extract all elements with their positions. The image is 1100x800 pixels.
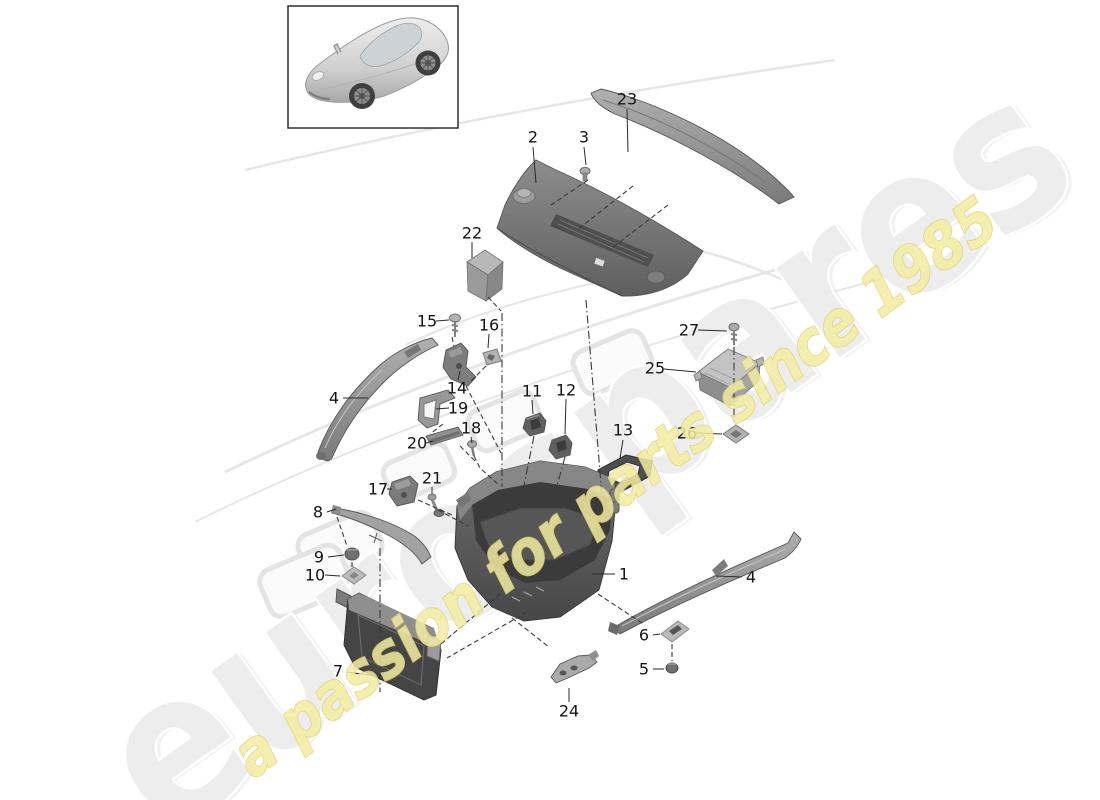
leader-line-20 (425, 440, 434, 444)
part-17-bracket (388, 475, 419, 507)
car-illustration (305, 17, 449, 109)
part-10-plate (341, 566, 367, 585)
part-24-bracket (550, 650, 599, 684)
part-label-9: 9 (314, 548, 324, 567)
part-label-5: 5 (639, 660, 649, 679)
part-label-17: 17 (368, 480, 388, 499)
part-14-bracket (442, 342, 477, 387)
car-thumbnail (287, 5, 459, 129)
leader-line-18 (470, 436, 473, 444)
part-label-10: 10 (305, 566, 325, 585)
part-4-left-trim-strip (316, 337, 439, 462)
part-label-24: 24 (559, 702, 579, 721)
part-label-18: 18 (461, 419, 481, 438)
part-label-6: 6 (639, 626, 649, 645)
part-9-clip (344, 547, 360, 561)
brand-watermark-text: eurospares (57, 32, 1100, 800)
leader-line-19 (435, 407, 450, 410)
part-label-15: 15 (417, 312, 437, 331)
part-6-clip (660, 620, 690, 643)
part-label-4: 4 (746, 568, 756, 587)
leader-line-2 (532, 146, 537, 184)
assembly-connectors (336, 179, 735, 692)
part-label-26: 26 (677, 424, 697, 443)
part-label-22: 22 (462, 224, 482, 243)
part-label-23: 23 (617, 90, 637, 109)
part-4-right-trim-strip (608, 531, 802, 635)
part-15-screw (449, 313, 461, 337)
part-label-1: 1 (619, 565, 629, 584)
part-12-clip (548, 434, 573, 460)
part-label-13: 13 (613, 421, 633, 440)
part-3-screw (579, 166, 591, 182)
part-5-grommet (665, 662, 679, 674)
part-label-20: 20 (407, 434, 427, 453)
part-label-11: 11 (522, 382, 542, 401)
leader-line-3 (583, 146, 587, 166)
leader-line-10 (324, 574, 341, 577)
part-label-16: 16 (479, 316, 499, 335)
part-label-19: 19 (448, 399, 468, 418)
parts (316, 88, 802, 701)
part-27-screw (728, 322, 740, 345)
leader-line-12 (564, 398, 567, 435)
part-label-7: 7 (333, 662, 343, 681)
part-1-luggage-box (454, 460, 620, 622)
part-label-2: 2 (528, 128, 538, 147)
part-label-8: 8 (313, 503, 323, 522)
part-label-14: 14 (447, 379, 467, 398)
leader-line-9 (327, 554, 345, 558)
part-label-12: 12 (556, 381, 576, 400)
leader-line-25 (663, 368, 697, 373)
part-11-clip (522, 412, 547, 437)
part-2-lining-panel (496, 159, 704, 297)
part-25-module (693, 348, 765, 407)
part-label-3: 3 (579, 128, 589, 147)
part-label-25: 25 (645, 359, 665, 378)
part-label-4: 4 (329, 389, 339, 408)
brand-watermark: eurospares eurospares (55, 30, 1100, 800)
leader-line-11 (531, 399, 534, 415)
leader-line-15 (435, 319, 450, 322)
leader-line-4 (715, 575, 743, 578)
part-22-box (466, 249, 504, 302)
leader-line-13 (619, 439, 624, 459)
part-label-27: 27 (679, 321, 699, 340)
part-7-side-panel (335, 588, 442, 701)
leader-line-14 (457, 370, 461, 381)
part-label-21: 21 (422, 469, 442, 488)
part-18-screw (467, 440, 477, 457)
leader-line-6 (652, 633, 661, 636)
part-8-strip (331, 505, 432, 565)
part-23-arc-strip (590, 88, 795, 205)
leader-line-16 (487, 333, 490, 349)
leader-line-27 (697, 329, 728, 332)
leader-line-7 (346, 671, 378, 677)
leader-line-26 (695, 432, 723, 435)
leader-line-23 (626, 108, 629, 153)
part-16-clip (482, 348, 502, 366)
leader-line-8 (326, 508, 337, 513)
part-26-clip (722, 424, 750, 444)
